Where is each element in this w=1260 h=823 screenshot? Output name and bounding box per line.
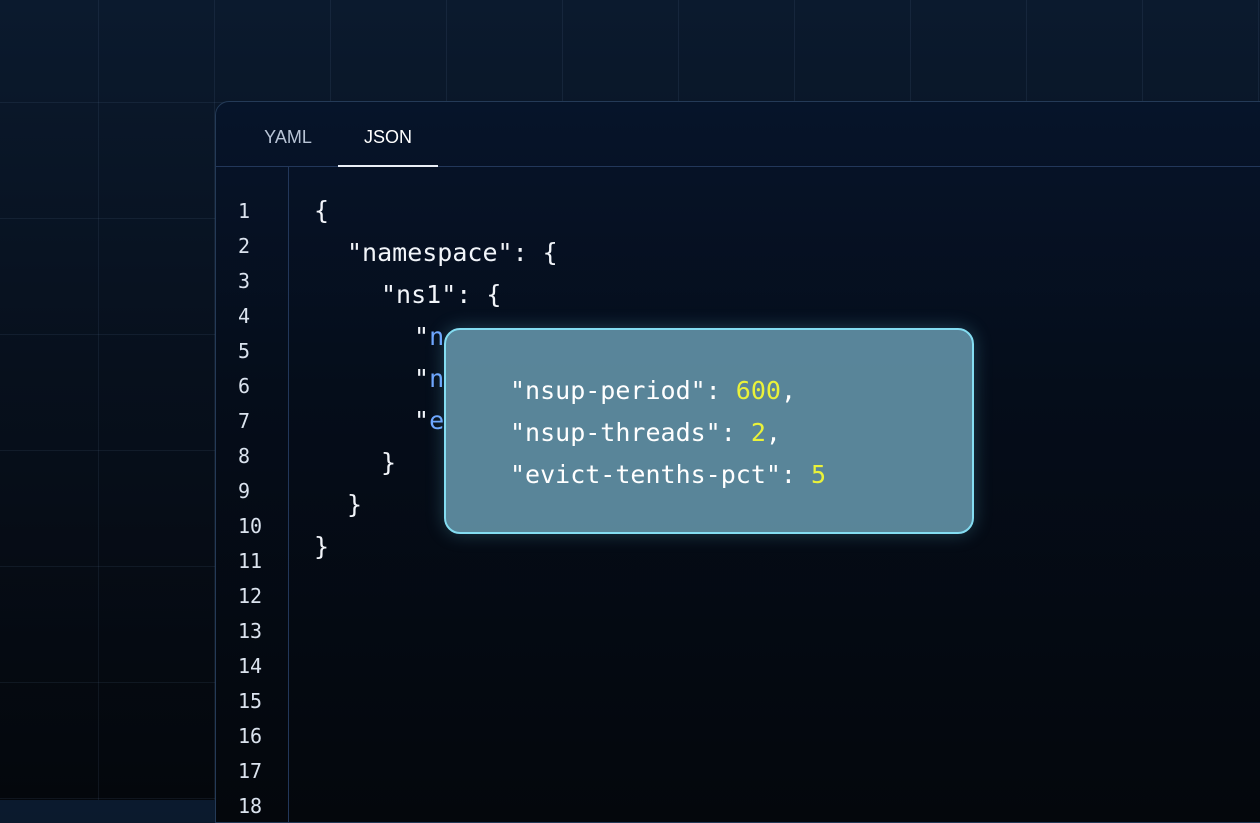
line-number: 9 — [238, 479, 251, 503]
code-line: "n — [414, 364, 444, 393]
code-key-fragment: n — [429, 322, 445, 351]
callout-value: 5 — [811, 460, 827, 489]
code-quote: " — [414, 406, 430, 435]
code-quote: " — [414, 322, 430, 351]
line-number: 5 — [238, 339, 251, 363]
line-number: 16 — [238, 724, 263, 748]
line-number: 15 — [238, 689, 263, 713]
line-number-gutter: 1 2 3 4 5 6 7 8 9 10 11 12 13 14 15 16 1… — [216, 167, 289, 822]
highlight-callout: "nsup-period": 600, "nsup-threads": 2, "… — [444, 328, 974, 534]
line-number: 8 — [238, 444, 251, 468]
code-line: "n — [414, 322, 444, 351]
callout-key: "evict-tenths-pct": — [510, 460, 812, 489]
line-number: 7 — [238, 409, 251, 433]
callout-line: "evict-tenths-pct": 5 — [510, 460, 826, 489]
tab-json[interactable]: JSON — [338, 102, 438, 167]
format-tabs: YAML JSON — [216, 102, 1260, 167]
line-number: 3 — [238, 269, 251, 293]
line-number: 14 — [238, 654, 263, 678]
code-line: } — [314, 532, 330, 561]
code-quote: " — [414, 364, 430, 393]
callout-suffix: , — [780, 376, 796, 405]
line-number: 10 — [238, 514, 263, 538]
line-number: 6 — [238, 374, 251, 398]
line-number: 17 — [238, 759, 263, 783]
code-key-fragment: e — [429, 406, 445, 435]
code-line: } — [347, 490, 363, 519]
callout-line: "nsup-threads": 2, — [510, 418, 781, 447]
code-line: "ns1": { — [381, 280, 502, 309]
line-number: 4 — [238, 304, 251, 328]
code-key-fragment: n — [429, 364, 445, 393]
callout-key: "nsup-period": — [510, 376, 736, 405]
line-number: 1 — [238, 199, 251, 223]
line-number: 12 — [238, 584, 263, 608]
callout-value: 2 — [750, 418, 766, 447]
line-number: 18 — [238, 794, 263, 818]
line-number: 2 — [238, 234, 251, 258]
line-number: 13 — [238, 619, 263, 643]
callout-suffix: , — [765, 418, 781, 447]
code-line: "namespace": { — [347, 238, 558, 267]
callout-value: 600 — [735, 376, 781, 405]
code-line: } — [381, 448, 397, 477]
code-line: "e — [414, 406, 444, 435]
line-number: 11 — [238, 549, 263, 573]
tab-yaml[interactable]: YAML — [264, 127, 312, 147]
code-line: { — [314, 196, 330, 225]
callout-key: "nsup-threads": — [510, 418, 751, 447]
callout-line: "nsup-period": 600, — [510, 376, 796, 405]
